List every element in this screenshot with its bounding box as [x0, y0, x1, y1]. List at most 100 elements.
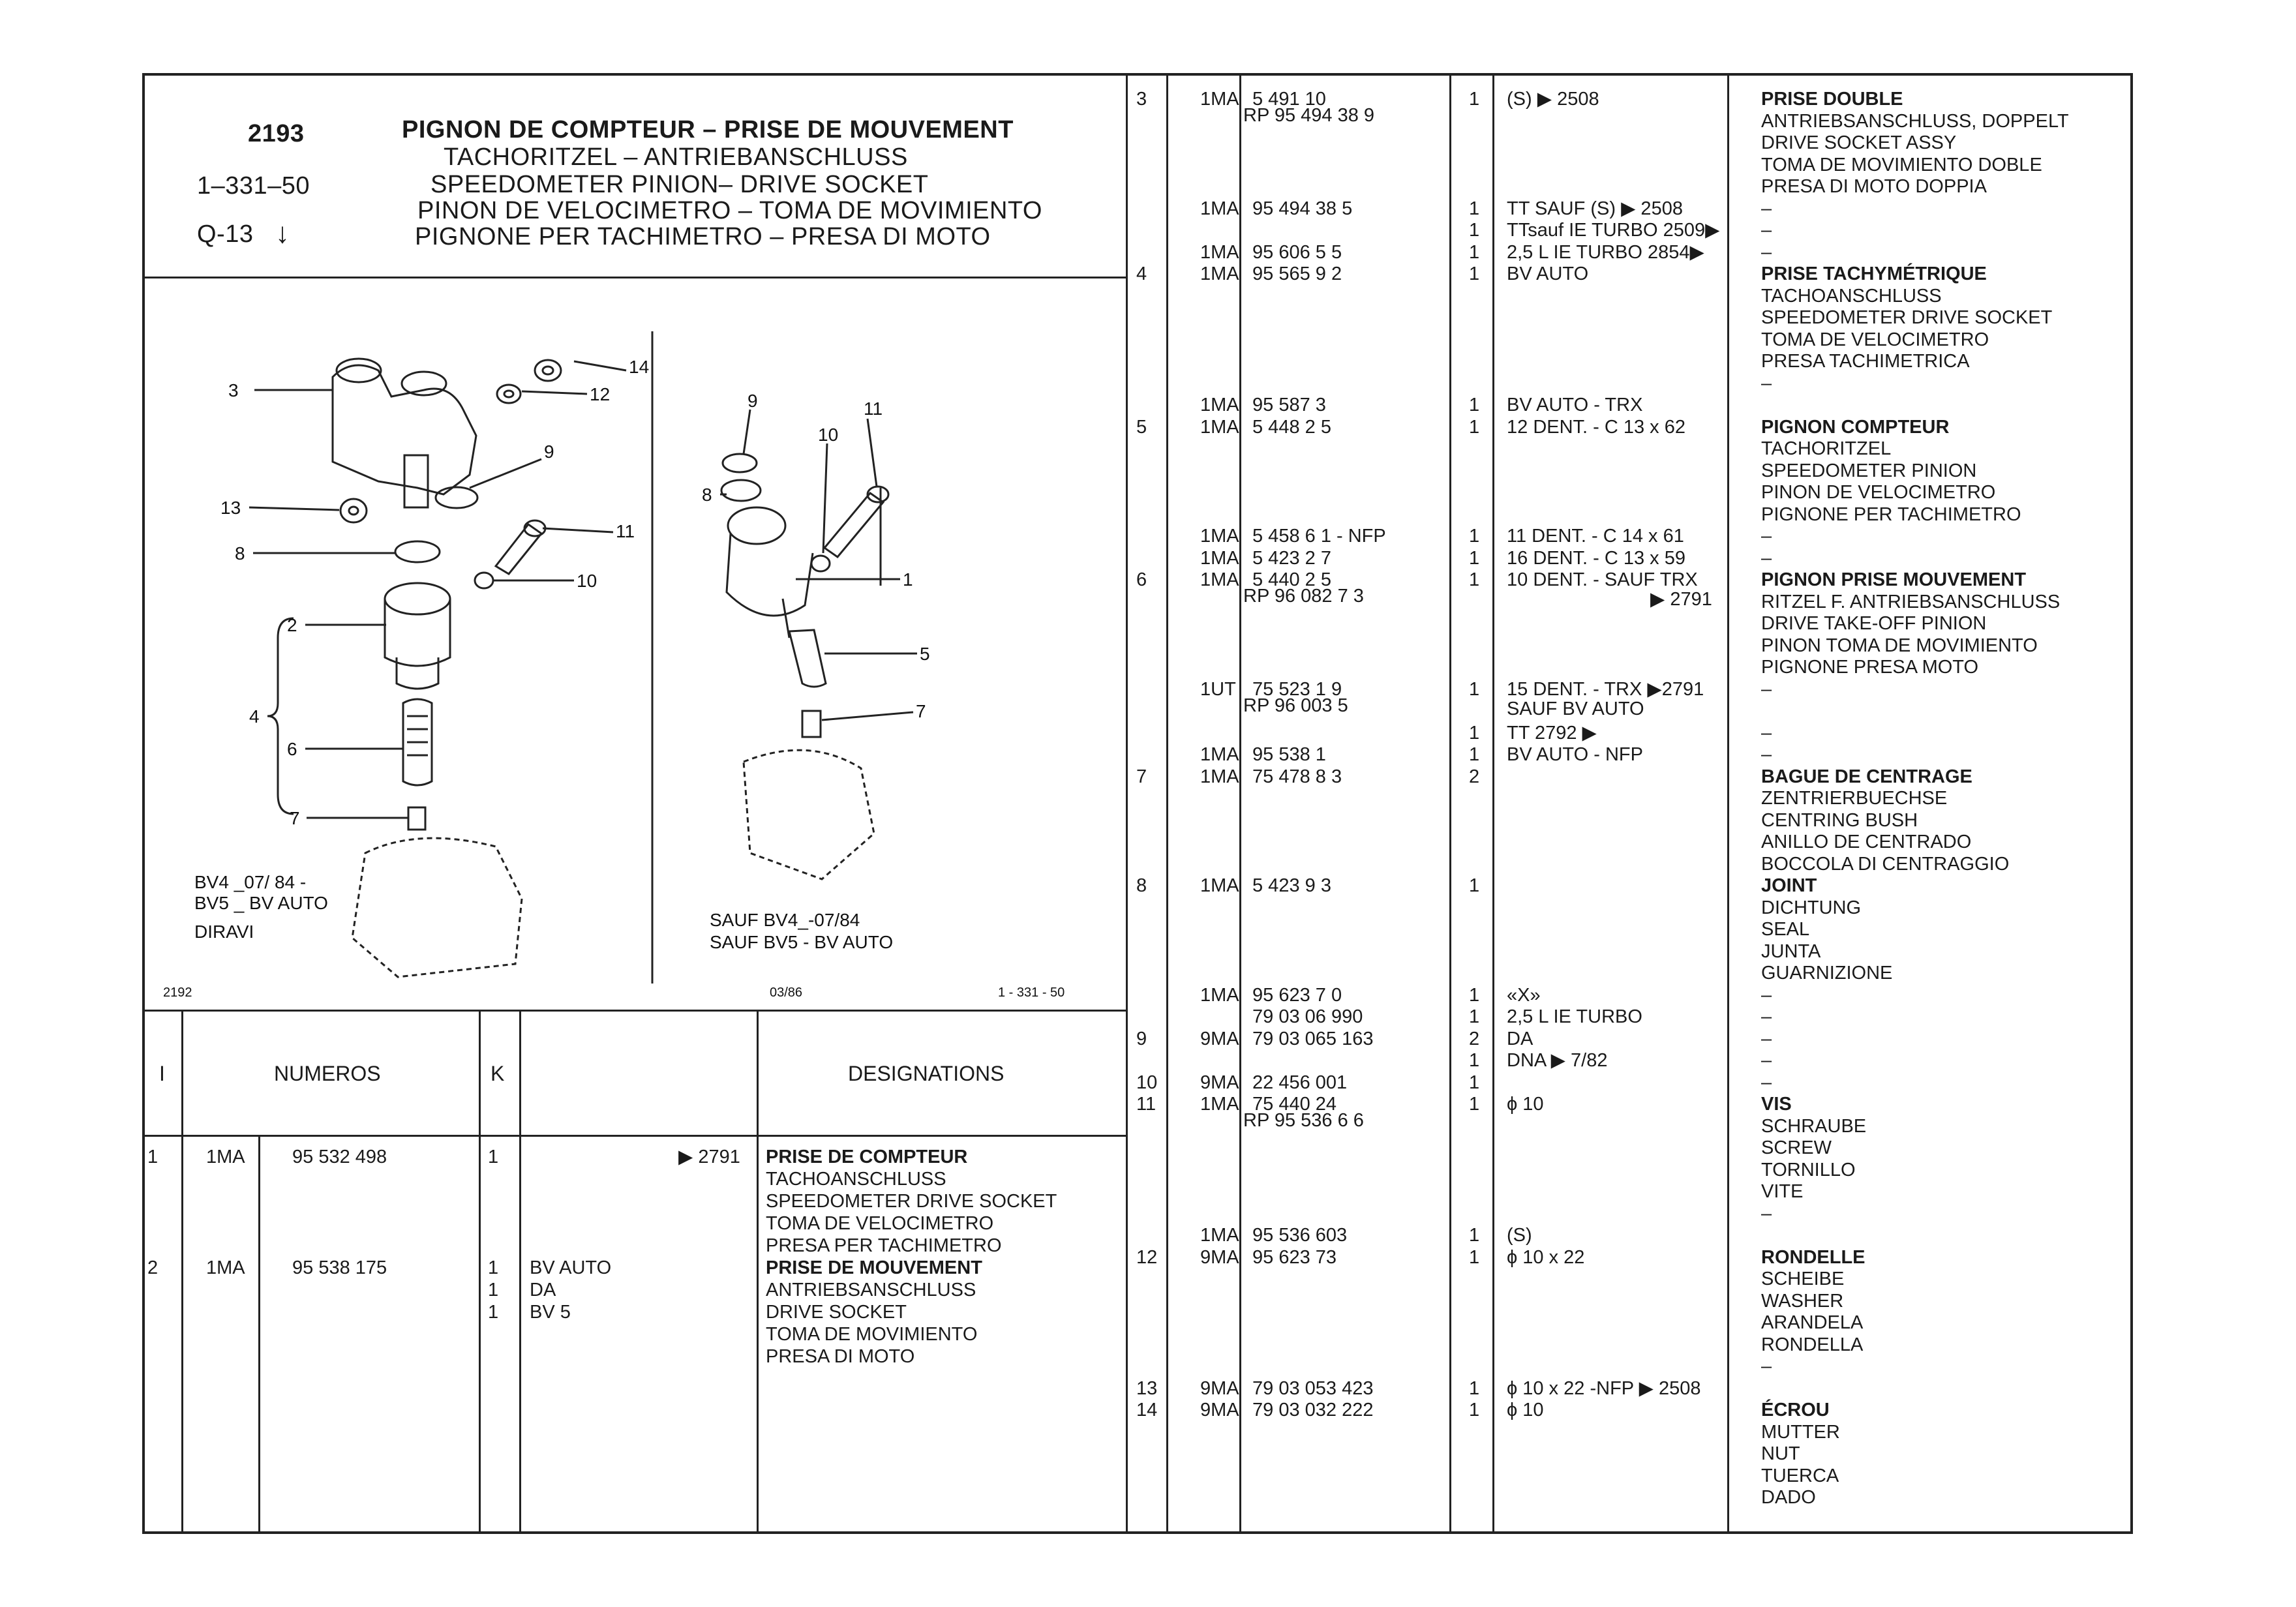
row2-i: 2 — [147, 1257, 159, 1278]
r-row-note: TT 2792 ▶ — [1507, 722, 1597, 743]
r-row-note: ϕ 10 — [1507, 1400, 1544, 1420]
row1-des2: SPEEDOMETER DRIVE SOCKET — [766, 1191, 1057, 1212]
r-row-k: 1 — [1469, 220, 1480, 241]
r-row-prefix: 1UT — [1200, 678, 1236, 700]
footer-right: 1 - 331 - 50 — [998, 985, 1065, 1000]
r-row-designation: SCHRAUBE — [1761, 1115, 1867, 1137]
r-row-prefix: 1MA — [1200, 263, 1239, 284]
r-row-k: 1 — [1469, 1400, 1480, 1420]
r-row-number: 95 623 7 0 — [1252, 984, 1342, 1006]
r-row-prefix: 1MA — [1200, 198, 1239, 219]
r-row-prefix: 1MA — [1200, 526, 1239, 547]
callout-13: 13 — [220, 498, 241, 518]
r-row-designation: RONDELLA — [1761, 1334, 1864, 1355]
callout-4: 4 — [249, 706, 260, 727]
row2-k1: 1 — [488, 1280, 499, 1300]
r-row-prefix: 9MA — [1200, 1377, 1239, 1399]
footer-mid: 03/86 — [770, 985, 802, 1000]
r-row-k: 1 — [1469, 241, 1480, 263]
r-row-designation: GUARNIZIONE — [1761, 963, 1893, 984]
col-k-line — [519, 1010, 521, 1534]
r-row-number: 5 458 6 1 - NFP — [1252, 526, 1386, 547]
r-row-index: 3 — [1136, 89, 1147, 110]
r-row-number: 5 448 2 5 — [1252, 416, 1331, 438]
page-frame — [142, 73, 2133, 1534]
r-row-note: ϕ 10 x 22 -NFP ▶ 2508 — [1507, 1377, 1701, 1399]
r-row-number: 95 538 1 — [1252, 744, 1326, 765]
center-divider — [1126, 73, 1128, 1534]
r-row-designation: – — [1761, 1028, 1772, 1049]
callout-r5: 5 — [920, 644, 930, 664]
r-row-designation: TORNILLO — [1761, 1159, 1856, 1180]
r-row-designation: BOCCOLA DI CENTRAGGIO — [1761, 853, 2010, 875]
r-row-designation: RONDELLE — [1761, 1246, 1865, 1268]
r-row-note: BV AUTO — [1507, 263, 1589, 284]
r-row-index: 11 — [1136, 1094, 1156, 1115]
r-row-designation: JOINT — [1761, 875, 1817, 896]
r-row-designation: SPEEDOMETER PINION — [1761, 460, 1977, 481]
r-row-index: 5 — [1136, 416, 1147, 438]
row1-note0: ▶ 2791 — [678, 1147, 740, 1167]
r-col-pre-line — [1239, 73, 1241, 1534]
r-row-designation: – — [1761, 241, 1772, 263]
r-row-designation: SPEEDOMETER DRIVE SOCKET — [1761, 307, 2053, 328]
note-right-2: SAUF BV5 - BV AUTO — [710, 932, 893, 952]
r-row-designation: ANTRIEBSANSCHLUSS, DOPPELT — [1761, 110, 2069, 132]
r-row-designation: TOMA DE VELOCIMETRO — [1761, 329, 1989, 350]
callout-r11: 11 — [864, 398, 883, 419]
r-row-number: 79 03 032 222 — [1252, 1400, 1374, 1420]
r-row-rp-number: RP 96 082 7 3 — [1243, 586, 1364, 607]
row1-des4: PRESA PER TACHIMETRO — [766, 1235, 1002, 1256]
diagram-bottom-divider — [142, 1010, 1126, 1012]
callout-9: 9 — [544, 442, 554, 462]
r-row-designation: ÉCROU — [1761, 1400, 1830, 1420]
r-col-num-line — [1449, 73, 1451, 1534]
callout-2: 2 — [287, 615, 297, 635]
r-row-index: 4 — [1136, 263, 1147, 284]
r-row-designation: PINON DE VELOCIMETRO — [1761, 482, 1996, 503]
r-row-designation: – — [1761, 1203, 1772, 1224]
r-row-designation: PIGNONE PRESA MOTO — [1761, 657, 1979, 678]
r-row-k: 1 — [1469, 89, 1480, 110]
row2-pre: 1MA — [206, 1257, 245, 1278]
r-row-note: (S) ▶ 2508 — [1507, 89, 1599, 110]
table-header-divider — [142, 1135, 1126, 1137]
r-row-number: 95 606 5 5 — [1252, 241, 1342, 263]
r-row-number: 5 440 2 5 — [1252, 569, 1331, 590]
r-row-note: ϕ 10 x 22 — [1507, 1246, 1585, 1268]
col-notes-line — [757, 1010, 759, 1534]
r-row-index: 12 — [1136, 1246, 1158, 1268]
r-row-designation: TOMA DE MOVIMIENTO DOBLE — [1761, 154, 2042, 175]
r-row-prefix: 1MA — [1200, 1225, 1239, 1246]
r-row-designation: PRISE DOUBLE — [1761, 89, 1903, 110]
r-row-number: 95 565 9 2 — [1252, 263, 1342, 284]
r-row-prefix: 9MA — [1200, 1072, 1239, 1093]
r-row-k: 1 — [1469, 1072, 1480, 1093]
r-row-k: 1 — [1469, 1006, 1480, 1027]
r-row-prefix: 1MA — [1200, 547, 1239, 569]
th-designations: DESIGNATIONS — [848, 1062, 1004, 1085]
title-de: TACHORITZEL – ANTRIEBANSCHLUSS — [444, 143, 908, 171]
r-row-designation: PIGNON PRISE MOUVEMENT — [1761, 569, 2027, 590]
exploded-parts-diagram: 3 14 12 9 13 11 8 10 2 4 6 7 9 11 10 8 1… — [163, 331, 1065, 1000]
r-row-designation: RITZEL F. ANTRIEBSANSCHLUSS — [1761, 591, 2061, 612]
r-row-note: TTsauf IE TURBO 2509▶ — [1507, 220, 1720, 241]
r-row-designation: ANILLO DE CENTRADO — [1761, 832, 1972, 852]
r-row-number: 79 03 053 423 — [1252, 1377, 1374, 1399]
r-row-designation: – — [1761, 678, 1772, 700]
r-row-prefix: 1MA — [1200, 1094, 1239, 1115]
r-row-note2: ▶ 2791 — [1650, 589, 1712, 610]
r-row-k: 1 — [1469, 744, 1480, 765]
r-row-note: 15 DENT. - TRX ▶2791 — [1507, 678, 1704, 700]
r-row-designation: – — [1761, 1050, 1772, 1071]
r-row-k: 2 — [1469, 1028, 1480, 1049]
r-row-designation: – — [1761, 526, 1772, 547]
r-row-designation: MUTTER — [1761, 1421, 1840, 1443]
row2-note2: BV 5 — [530, 1302, 571, 1323]
r-row-note: TT SAUF (S) ▶ 2508 — [1507, 198, 1683, 219]
r-row-k: 1 — [1469, 1246, 1480, 1268]
title-es: PINON DE VELOCIMETRO – TOMA DE MOVIMIENT… — [417, 197, 1042, 224]
r-row-k: 1 — [1469, 1225, 1480, 1246]
row1-k0: 1 — [488, 1147, 499, 1167]
r-row-note: 10 DENT. - SAUF TRX — [1507, 569, 1698, 590]
